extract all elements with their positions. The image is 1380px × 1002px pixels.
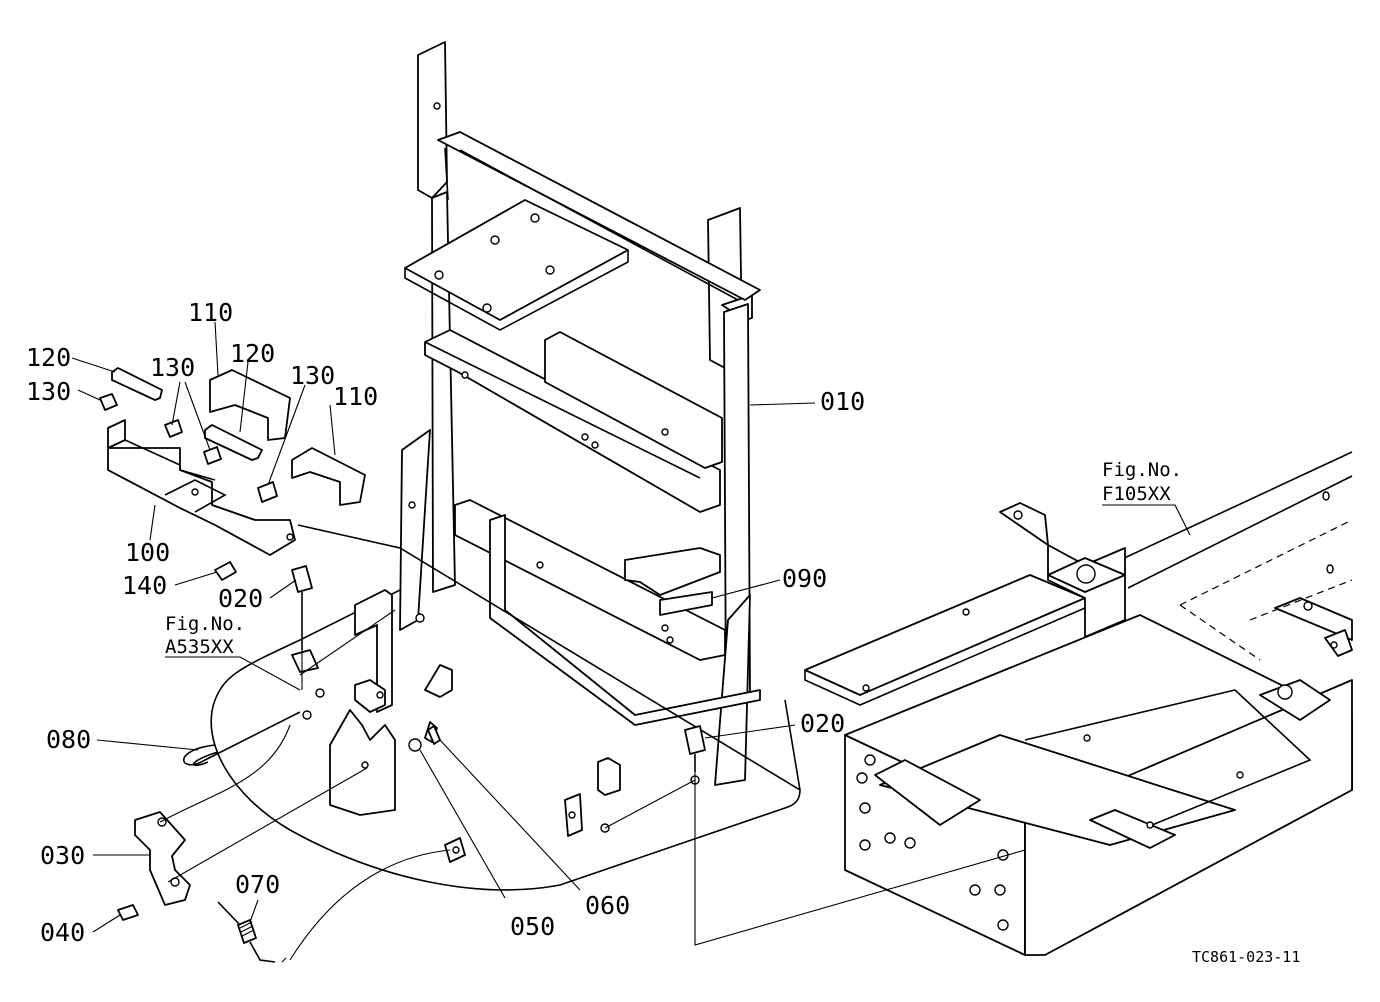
fig-ref-right-code: F105XX	[1102, 483, 1171, 505]
callout-100: 100	[125, 538, 170, 567]
callout-140: 140	[122, 571, 167, 600]
callout-110-left: 110	[188, 298, 233, 327]
bracket-100	[99, 367, 366, 581]
callout-020-right: 020	[800, 709, 845, 738]
fig-ref-left: Fig.No. A535XX	[165, 613, 301, 691]
drawing-code: TC861-023-11	[1192, 948, 1300, 966]
callout-090: 090	[782, 564, 827, 593]
callout-130-right: 130	[290, 361, 335, 390]
callout-060: 060	[585, 891, 630, 920]
callout-070: 070	[235, 870, 280, 899]
callout-120-right: 120	[230, 339, 275, 368]
callout-080: 080	[46, 725, 91, 754]
fig-ref-right: Fig.No. F105XX	[1102, 459, 1191, 536]
seat-frame-010	[399, 41, 761, 786]
callout-040: 040	[40, 918, 85, 947]
callout-110-right: 110	[333, 382, 378, 411]
leader-lines	[159, 609, 1026, 963]
callout-020-left: 020	[218, 584, 263, 613]
callout-050: 050	[510, 912, 555, 941]
callout-130-left: 130	[26, 377, 71, 406]
frame-assembly	[804, 451, 1353, 956]
seat-base-plate	[210, 524, 801, 891]
fig-ref-right-label: Fig.No.	[1102, 459, 1182, 481]
fig-ref-left-code: A535XX	[165, 636, 234, 658]
callout-120-left: 120	[26, 343, 71, 372]
fig-ref-left-label: Fig.No.	[165, 613, 245, 635]
callout-010: 010	[820, 387, 865, 416]
callouts: 010 020 020 030 040 050 060 070 080 090 …	[26, 298, 865, 947]
callout-130-middle: 130	[150, 353, 195, 382]
callout-030: 030	[40, 841, 85, 870]
